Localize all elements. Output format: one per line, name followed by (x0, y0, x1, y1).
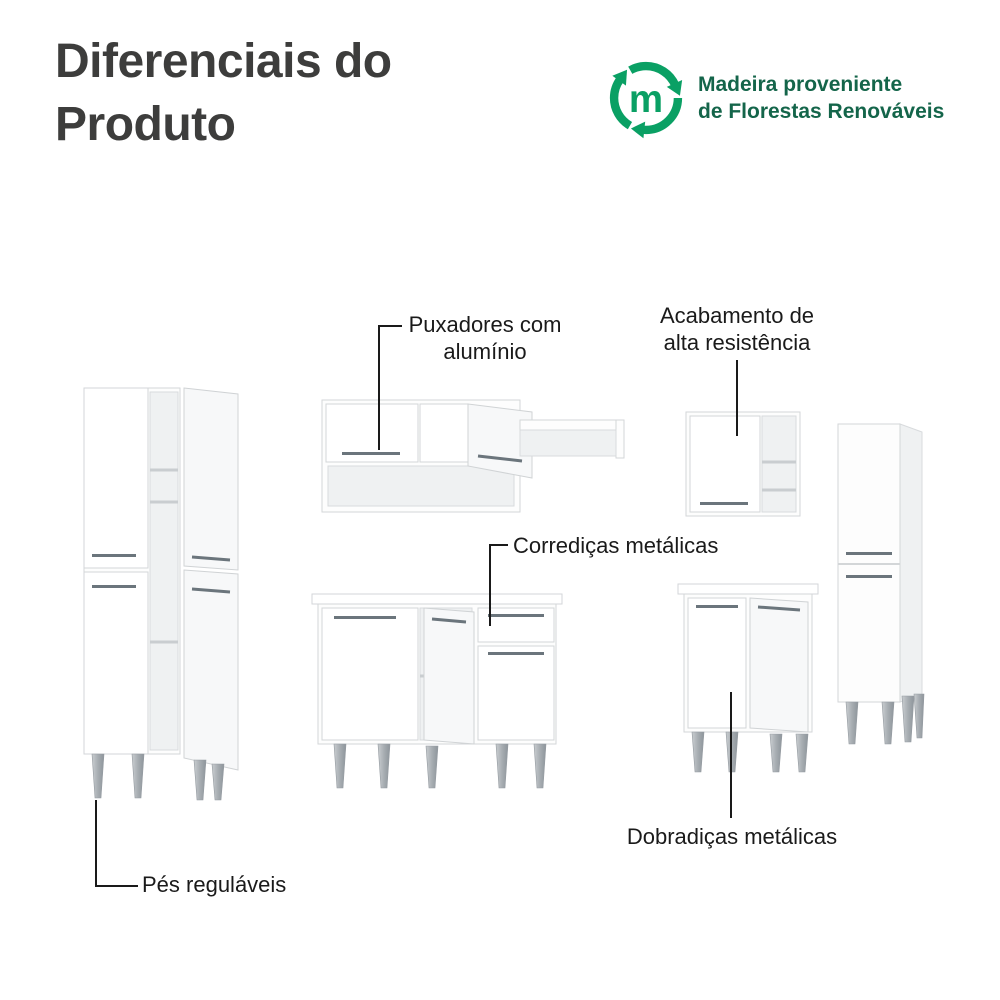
recycle-wood-logo-icon: m (609, 61, 683, 139)
aluminum-handle (342, 452, 400, 455)
aluminum-handle (846, 575, 892, 578)
logo-letter: m (629, 78, 663, 121)
callout-finish-line2: alta resistência (663, 329, 811, 355)
tall-cabinet-right-illustration (837, 423, 925, 745)
badge-text-line2: de Florestas Renováveis (698, 100, 945, 123)
aluminum-handle (191, 555, 231, 562)
callout-line-slides (489, 544, 508, 626)
aluminum-handle (191, 587, 231, 594)
adjustable-feet (845, 693, 925, 745)
upper-cabinet-right-illustration (685, 411, 801, 517)
aluminum-handle (477, 454, 523, 463)
tall-cabinet-left-illustration (83, 387, 239, 801)
aluminum-handle (334, 616, 396, 619)
renewable-wood-badge: m Madeira proveniente de Florestas Renov… (604, 56, 944, 140)
page-title-line1: Diferenciais do (55, 35, 392, 88)
aluminum-handle (757, 605, 801, 612)
aluminum-handle (700, 502, 748, 505)
callout-handles-line2: alumínio (443, 338, 527, 364)
aluminum-handle (431, 617, 467, 624)
callout-handles-label: Puxadores com alumínio (378, 312, 592, 366)
badge-text: Madeira proveniente de Florestas Renováv… (698, 71, 944, 126)
page-title-line2: Produto (55, 98, 236, 152)
wall-cabinet-illustration (321, 399, 625, 513)
callout-feet-label: Pés reguláveis (142, 872, 287, 897)
callout-slides-label: Corrediças metálicas (513, 533, 719, 558)
adjustable-feet (91, 753, 225, 801)
recycle-arrowhead (612, 69, 628, 86)
callout-hinges-label: Dobradiças metálicas (626, 824, 838, 849)
aluminum-handle (92, 554, 136, 557)
callout-finish-line1: Acabamento de (659, 303, 815, 328)
aluminum-handle (488, 614, 544, 617)
adjustable-feet (333, 743, 547, 789)
callout-line-feet (95, 800, 138, 887)
recycle-arrowhead (666, 80, 683, 96)
aluminum-handle (92, 585, 136, 588)
aluminum-handle (696, 605, 738, 608)
aluminum-handle (488, 652, 544, 655)
base-cabinet-right-illustration (677, 583, 819, 773)
recycle-arrowhead (630, 121, 646, 139)
recycle-ring (609, 61, 683, 135)
callout-finish-label: Acabamento de alta resistência (636, 303, 838, 357)
badge-text-line1: Madeira proveniente (698, 72, 903, 96)
base-cabinet-illustration (311, 593, 563, 789)
callout-line-handles (378, 325, 402, 450)
page-title: Diferenciais do Produto (55, 30, 392, 157)
adjustable-feet (691, 731, 809, 773)
callout-handles-line1: Puxadores com (408, 312, 562, 337)
aluminum-handle (846, 552, 892, 555)
